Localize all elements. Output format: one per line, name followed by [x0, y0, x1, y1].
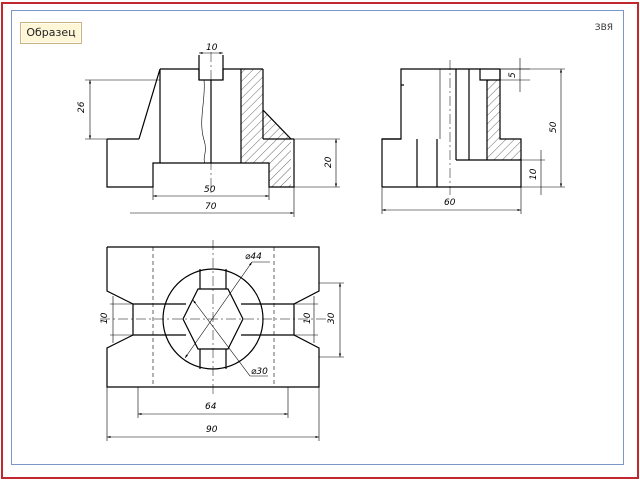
dim-plan-inner-diameter: ⌀30	[251, 367, 268, 377]
dim-plan-total-width: 90	[206, 425, 218, 435]
dim-front-total-width: 70	[205, 202, 217, 212]
dim-side-base-height: 10	[529, 168, 539, 180]
plan-view: ⌀44 ⌀30 10 10 30 64 90	[100, 240, 344, 441]
dim-front-slot-width: 50	[204, 185, 216, 195]
dim-side-total-height: 50	[549, 121, 559, 133]
front-view: 10 26 20 50 70	[77, 43, 340, 217]
dim-plan-left-groove: 10	[100, 312, 110, 324]
dim-front-base-height: 20	[324, 156, 334, 168]
dim-side-total-width: 60	[444, 198, 456, 208]
side-view: 5 50 10 60	[381, 58, 565, 214]
dim-front-top-width: 10	[206, 43, 218, 53]
dim-plan-right-height: 30	[327, 312, 337, 324]
dim-plan-inner-width: 64	[205, 402, 217, 412]
dim-side-slot-depth: 5	[508, 72, 518, 78]
dim-plan-outer-diameter: ⌀44	[245, 252, 262, 262]
drawing-sheet	[11, 10, 624, 465]
sample-button[interactable]: Образец	[20, 22, 82, 44]
corner-label: ЗВЯ	[594, 23, 613, 33]
dim-front-height-upper: 26	[77, 101, 87, 113]
dim-plan-right-groove: 10	[303, 312, 313, 324]
